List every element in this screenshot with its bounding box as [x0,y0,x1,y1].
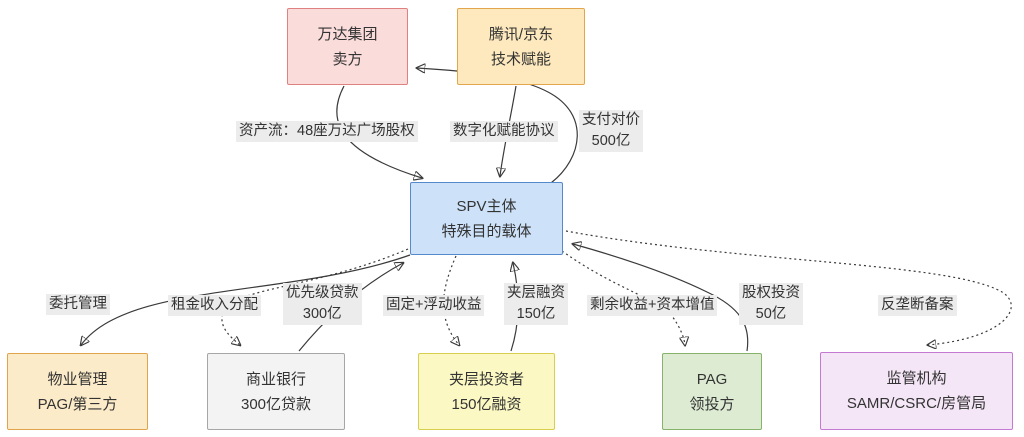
node-title: 物业管理 [47,370,108,388]
edge-label-mezz-financing: 夹层融资 150亿 [504,283,568,325]
edge-antitrust [565,230,1012,345]
edge-label-asset-flow: 资产流：48座万达广场股权 [236,121,418,142]
edge-fixed-floating [443,255,459,345]
edge-label-line: 50亿 [755,306,787,322]
node-subtitle: SAMR/CSRC/房管局 [846,395,987,412]
node-title: 万达集团 [317,25,378,43]
edge-label-senior-loan: 优先级贷款 300亿 [283,283,362,325]
node-commercial-bank: 商业银行 300亿贷款 [207,353,345,430]
edge-label-entrusted-mgmt: 委托管理 [46,294,110,315]
node-title: 商业银行 [245,370,306,388]
node-regulators: 监管机构 SAMR/CSRC/房管局 [820,352,1013,430]
edge-label-line: 300亿 [302,306,342,322]
node-spv: SPV主体 特殊目的载体 [410,182,563,255]
node-title: 监管机构 [886,370,947,387]
edge-label-line: 500亿 [591,133,631,149]
edge-label-equity-invest: 股权投资 50亿 [739,283,803,325]
edge-label-line: 优先级贷款 [286,285,359,301]
edge-label-line: 夹层融资 [507,285,565,301]
edge-label-line: 支付对价 [582,112,640,128]
node-mezzanine-investors: 夹层投资者 150亿融资 [418,353,555,430]
edge-label-fixed-floating: 固定+浮动收益 [383,295,485,316]
node-property-mgmt: 物业管理 PAG/第三方 [7,353,148,430]
edge-label-line: 150亿 [516,306,556,322]
edge-label-digital-enable: 数字化赋能协议 [450,121,558,142]
edge-label-residual-income: 剩余收益+资本增值 [587,295,718,316]
node-wanda-seller: 万达集团 卖方 [287,8,408,85]
edge-equity-invest [573,244,749,352]
node-subtitle: 300亿贷款 [240,395,312,413]
edge-label-rental-income: 租金收入分配 [168,295,261,316]
node-subtitle: PAG/第三方 [37,395,118,413]
edge-entrusted-mgmt [81,254,411,345]
node-title: 夹层投资者 [448,370,524,388]
node-subtitle: 特殊目的载体 [441,222,532,240]
node-title: PAG [696,370,728,388]
edge-label-antitrust: 反垄断备案 [878,295,957,316]
node-title: SPV主体 [456,197,517,215]
node-subtitle: 领投方 [689,395,735,413]
node-subtitle: 卖方 [332,50,363,68]
edge-label-line: 股权投资 [742,285,800,301]
node-pag-lead-investor: PAG 领投方 [662,353,762,430]
node-subtitle: 150亿融资 [451,395,522,413]
node-subtitle: 技术赋能 [490,50,551,68]
node-title: 腾讯/京东 [488,25,554,43]
edge-label-payment: 支付对价 500亿 [579,110,643,152]
node-tencent-jd: 腾讯/京东 技术赋能 [457,8,585,85]
